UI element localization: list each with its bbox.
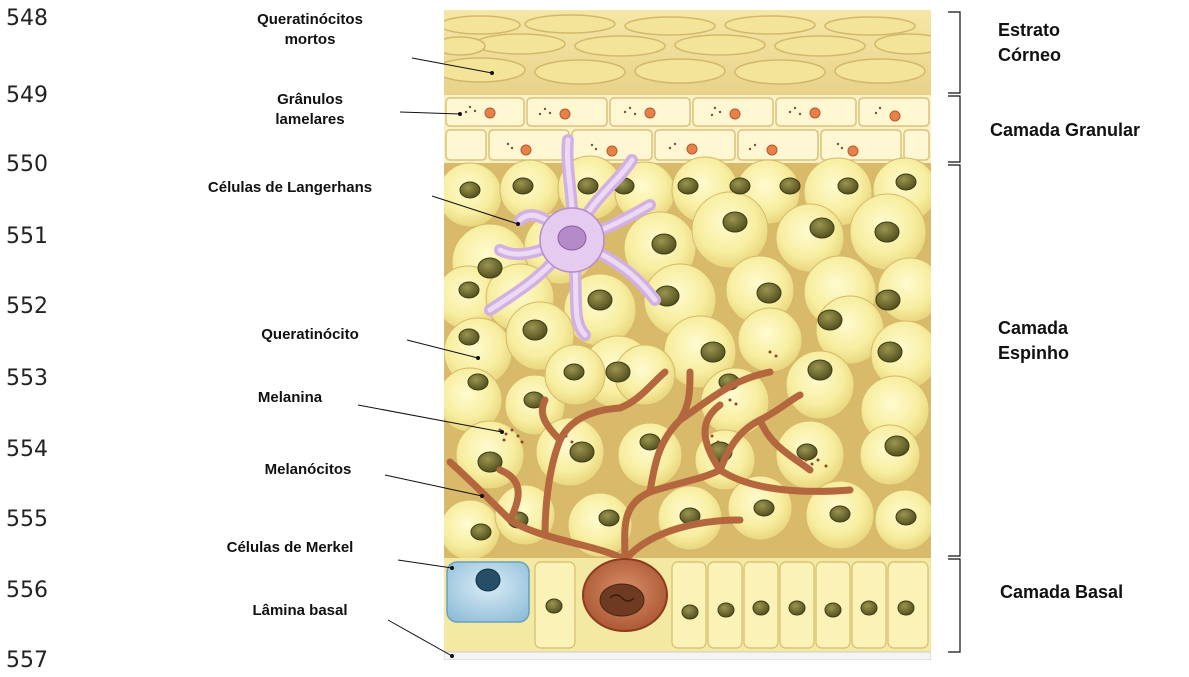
merkel-nucleus [476, 569, 500, 591]
label-basal-lamina: Lâmina basal [210, 601, 390, 621]
label-keratinocyte: Queratinócito [220, 325, 400, 345]
label-melanocytes: Melanócitos [218, 460, 398, 480]
layer-brackets [948, 12, 960, 652]
label-spinous-layer: Camada Espinho [998, 316, 1069, 366]
label-granular-layer: Camada Granular [990, 118, 1140, 143]
label-melanin: Melanina [200, 388, 380, 408]
label-lamellar-granules: Grânulos lamelares [220, 90, 400, 130]
label-stratum-corneum: Estrato Córneo [998, 18, 1061, 68]
label-dead-keratinocytes: Queratinócitos mortos [220, 10, 400, 50]
label-merkel-cells: Células de Merkel [180, 538, 400, 558]
basal-lamina [444, 652, 931, 660]
label-basal-layer: Camada Basal [1000, 580, 1123, 605]
label-langerhans-cells: Células de Langerhans [160, 178, 420, 198]
